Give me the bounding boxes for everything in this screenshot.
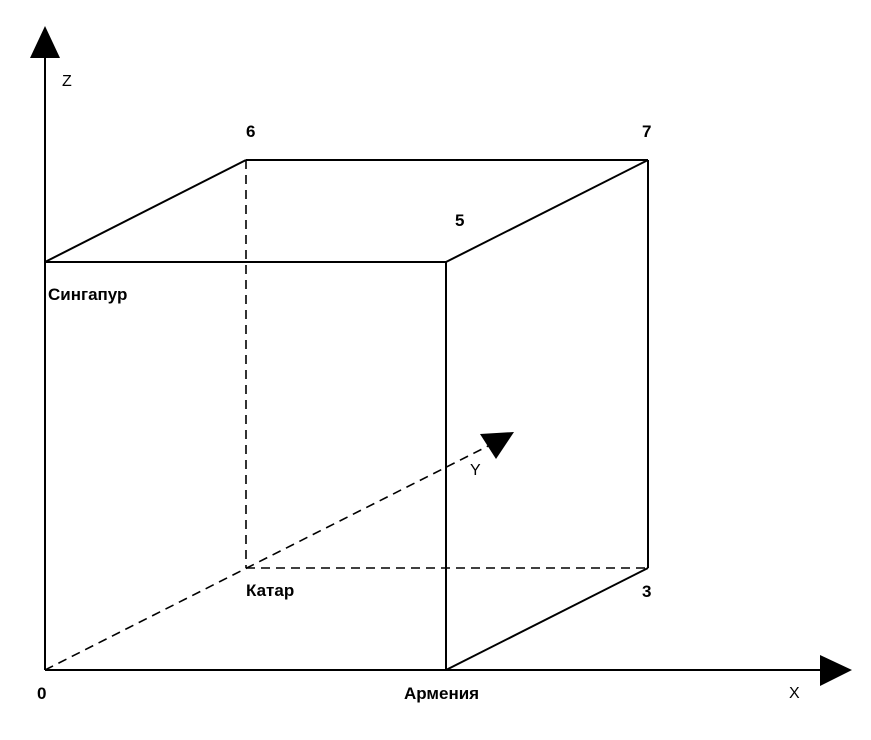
y-axis-label: Y — [470, 462, 481, 479]
x-arrowhead — [820, 655, 852, 686]
vertex-7-label: 7 — [642, 122, 652, 141]
top-left-edge — [44, 159, 247, 263]
vertex-qatar-label: Катар — [246, 581, 295, 600]
z-axis-label: Z — [62, 73, 72, 90]
vertex-0-label: 0 — [37, 684, 47, 703]
bottom-right-edge — [445, 567, 649, 671]
top-right-edge — [445, 159, 649, 263]
vertex-6-label: 6 — [246, 122, 256, 141]
y-axis — [44, 443, 493, 671]
vertex-3-label: 3 — [642, 582, 652, 601]
z-arrowhead — [30, 26, 60, 58]
vertex-armenia-label: Армения — [404, 684, 480, 703]
vertex-5-label: 5 — [455, 211, 465, 230]
y-arrowhead — [480, 432, 514, 459]
x-axis-label: X — [789, 685, 800, 702]
vertex-singapore-label: Сингапур — [48, 285, 128, 304]
